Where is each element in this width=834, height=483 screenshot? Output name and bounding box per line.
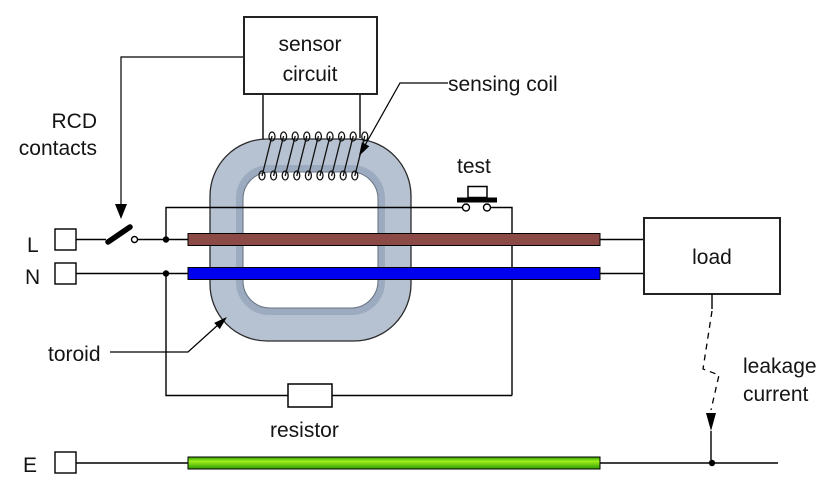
trip-signal — [115, 56, 244, 219]
rcd-contact-switch — [105, 224, 139, 245]
sensor-circuit-box — [243, 16, 378, 95]
test-label: test — [457, 155, 491, 178]
trip-wire — [120, 56, 244, 205]
sensor-circuit: sensor circuit — [243, 16, 378, 95]
test-wire-left — [165, 206, 462, 240]
neutral-conductor-bar — [187, 267, 601, 280]
terminal-label-earth: E — [23, 454, 37, 477]
sensing-coil-label: sensing coil — [448, 73, 558, 96]
resistor-box — [287, 383, 333, 408]
load-box — [643, 217, 781, 295]
leakage-arrowhead-icon — [706, 413, 716, 431]
switch-blade — [105, 224, 133, 245]
terminal-box-earth — [54, 451, 77, 474]
resistor-label: resistor — [270, 419, 339, 442]
leakage-dashed-line — [702, 310, 720, 411]
test-contact-right — [482, 203, 492, 212]
junction-dot-neutral — [162, 270, 170, 277]
load-label: load — [692, 246, 732, 269]
supply-side — [54, 224, 188, 474]
sensing-coil-leader — [363, 82, 448, 148]
terminal-label-live: L — [27, 234, 39, 257]
load-circuit: load — [600, 217, 781, 295]
junction-dot-live — [162, 236, 170, 243]
terminal-box-live — [54, 228, 77, 251]
terminal-label-neutral: N — [25, 266, 40, 289]
toroid-label: toroid — [48, 343, 101, 366]
test-wire-right — [491, 206, 513, 396]
leakage-current-label-line2: current — [743, 383, 809, 406]
sensor-circuit-label-line2: circuit — [283, 63, 338, 86]
terminal-box-neutral — [54, 262, 77, 285]
junction-dot-earth — [708, 459, 716, 467]
trip-arrowhead-icon — [115, 204, 127, 219]
toroid-arrowhead-icon — [214, 317, 227, 330]
leakage-current-label-line1: leakage — [743, 355, 817, 378]
rcd-contacts-label-line1: RCD — [52, 110, 98, 133]
test-button-bridge — [457, 197, 497, 203]
earth-conductor-bar — [187, 456, 601, 470]
sensor-circuit-label-line1: sensor — [278, 33, 341, 56]
leakage-path — [600, 294, 778, 467]
conductors — [187, 233, 601, 470]
resistor-wire — [165, 273, 512, 397]
sensing-coil-arrowhead-icon — [359, 142, 370, 156]
callout-leaders — [110, 82, 448, 353]
test-contact-left — [461, 203, 471, 212]
toroid-leader — [110, 323, 220, 353]
switch-contact-circle — [130, 235, 139, 244]
test-push-button — [457, 185, 497, 212]
text-labels: RCD contacts L N E sensing coil test tor… — [19, 73, 817, 477]
rcd-contacts-label-line2: contacts — [19, 137, 97, 160]
sensing-coil-winding — [258, 131, 369, 181]
live-conductor-bar — [187, 233, 601, 246]
test-button-actuator — [467, 185, 488, 199]
test-circuit-wiring — [165, 206, 513, 397]
